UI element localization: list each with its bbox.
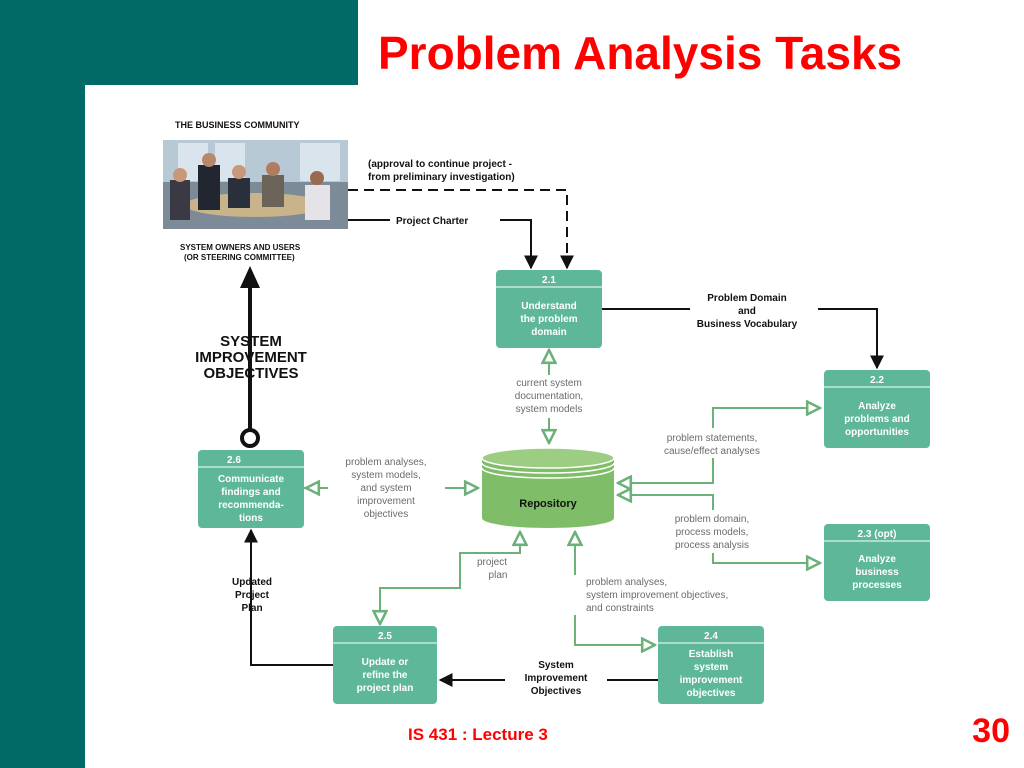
- communicate-label-line5: objectives: [364, 509, 408, 520]
- process-2-5: 2.5 Update or refine the project plan: [333, 626, 437, 704]
- process-2-6-line2: findings and: [221, 487, 280, 498]
- business-meeting-photo-icon: [163, 140, 348, 229]
- process-2-4-line2: system: [694, 662, 729, 673]
- statements-label-line1: problem statements,: [667, 433, 758, 444]
- process-2-6-line3: recommenda-: [218, 500, 284, 511]
- process-2-4-line4: objectives: [687, 688, 736, 699]
- process-2-5-line1: Update or: [362, 657, 409, 668]
- objectives-line2: IMPROVEMENT: [195, 349, 307, 366]
- process-2-5-id: 2.5: [378, 631, 392, 642]
- updated-plan-label-line1: Updated: [232, 577, 272, 588]
- plan-label-line1: project: [477, 557, 507, 568]
- process-2-2-line3: opportunities: [845, 427, 909, 438]
- plan-flow-up: [500, 532, 520, 554]
- process-2-4-line3: improvement: [680, 675, 743, 686]
- establish-label-line2: system improvement objectives,: [586, 590, 728, 601]
- problem-domain-label-line1: Problem Domain: [707, 293, 786, 304]
- improvement-objectives-label-line2: Improvement: [525, 673, 588, 684]
- project-charter-label: Project Charter: [396, 216, 468, 227]
- process-2-3: 2.3 (opt) Analyze business processes: [824, 524, 930, 601]
- updated-plan-flow: [244, 528, 333, 666]
- approval-label-line2: from preliminary investigation): [368, 172, 515, 183]
- process-2-3-line2: business: [855, 567, 899, 578]
- slide-title: Problem Analysis Tasks: [378, 27, 903, 79]
- process-2-3-line3: processes: [852, 580, 902, 591]
- process-label-line1: problem domain,: [675, 514, 749, 525]
- statements-flow-out: [712, 408, 820, 428]
- top-teal-band: [0, 0, 358, 85]
- docs-label-line1: current system: [516, 378, 582, 389]
- plan-label-line2: plan: [489, 570, 508, 581]
- plan-flow-down: [380, 552, 500, 624]
- process-2-2-id: 2.2: [870, 375, 884, 386]
- left-teal-band: [0, 0, 85, 768]
- establish-label-line3: and constraints: [586, 603, 654, 614]
- process-2-4-line1: Establish: [689, 649, 733, 660]
- problem-domain-flow: [602, 308, 877, 368]
- process-2-6-line4: tions: [239, 513, 263, 524]
- statements-label-line2: cause/effect analyses: [664, 446, 760, 457]
- repository-datastore: Repository: [481, 447, 615, 528]
- owners-label-line1: SYSTEM OWNERS AND USERS: [180, 243, 301, 252]
- statements-flow-in: [618, 458, 714, 483]
- process-2-2-line2: problems and: [844, 414, 910, 425]
- process-2-1-id: 2.1: [542, 275, 556, 286]
- process-2-4-id: 2.4: [704, 631, 718, 642]
- process-2-5-line2: refine the: [362, 670, 407, 681]
- objectives-line1: SYSTEM: [220, 333, 282, 350]
- process-2-6: 2.6 Communicate findings and recommenda-…: [198, 450, 304, 528]
- problem-domain-label-line3: Business Vocabulary: [697, 319, 798, 330]
- process-flow-in: [618, 495, 714, 510]
- improvement-objectives-label-line1: System: [538, 660, 574, 671]
- process-2-2: 2.2 Analyze problems and opportunities: [824, 370, 930, 448]
- communicate-label-line4: improvement: [357, 496, 415, 507]
- process-2-5-line3: project plan: [357, 683, 414, 694]
- docs-label-line2: documentation,: [515, 391, 583, 402]
- process-2-1-line3: domain: [531, 327, 567, 338]
- communicate-label-line1: problem analyses,: [345, 457, 426, 468]
- project-charter-flow: [348, 219, 531, 268]
- process-flow-out: [712, 553, 820, 563]
- communicate-label-line2: system models,: [351, 470, 420, 481]
- approval-label-line1: (approval to continue project -: [368, 159, 512, 170]
- process-2-4: 2.4 Establish system improvement objecti…: [658, 626, 764, 704]
- process-2-6-line1: Communicate: [218, 474, 285, 485]
- business-community-heading: THE BUSINESS COMMUNITY: [175, 120, 300, 130]
- process-2-3-id: 2.3 (opt): [858, 529, 897, 540]
- updated-plan-label-line2: Project: [235, 590, 270, 601]
- process-label-line3: process analysis: [675, 540, 749, 551]
- process-2-6-id: 2.6: [227, 455, 241, 466]
- process-2-2-line1: Analyze: [858, 401, 896, 412]
- process-label-line2: process models,: [676, 527, 749, 538]
- objectives-arrow-tail: [240, 428, 260, 448]
- updated-plan-label-line3: Plan: [241, 603, 262, 614]
- objectives-line3: OBJECTIVES: [203, 365, 298, 382]
- page-number: 30: [972, 712, 1010, 750]
- improvement-objectives-label-line3: Objectives: [531, 686, 582, 697]
- approval-flow: [348, 189, 574, 270]
- owners-label-line2: (OR STEERING COMMITTEE): [184, 253, 295, 262]
- process-2-1: 2.1 Understand the problem domain: [496, 270, 602, 348]
- footer-lecture: IS 431 : Lecture 3: [408, 725, 548, 744]
- repository-label: Repository: [519, 498, 577, 510]
- process-2-1-line1: Understand: [521, 301, 577, 312]
- docs-label-line3: system models: [516, 404, 583, 415]
- problem-domain-label-line2: and: [738, 306, 756, 317]
- process-2-3-line1: Analyze: [858, 554, 896, 565]
- communicate-label-line3: and system: [360, 483, 411, 494]
- establish-label-line1: problem analyses,: [586, 577, 667, 588]
- objectives-arrow-head: [240, 266, 260, 288]
- establish-flow-right: [574, 615, 655, 645]
- process-2-1-line2: the problem: [520, 314, 577, 325]
